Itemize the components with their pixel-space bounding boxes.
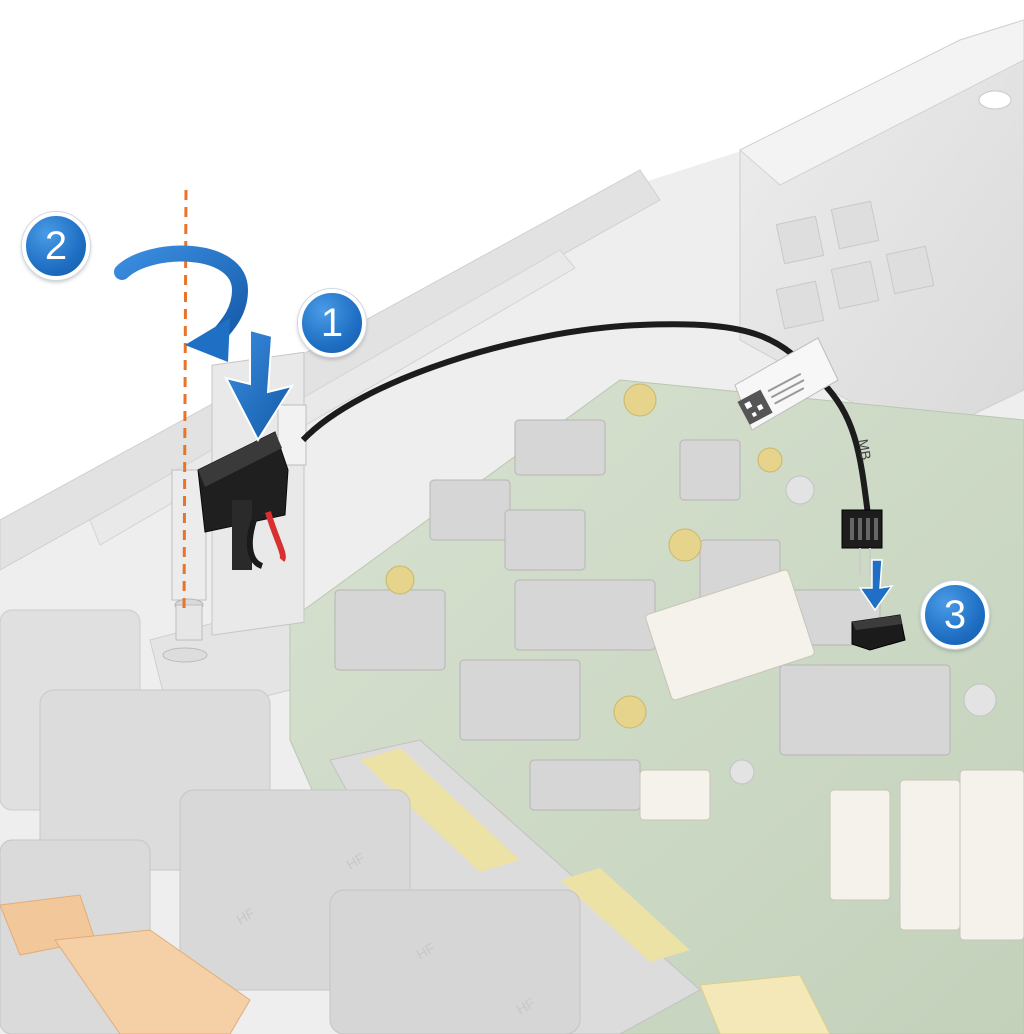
power-supply-cage	[739, 19, 1024, 441]
qr-code	[737, 389, 773, 425]
fan-latch	[54, 929, 251, 1034]
step-2-number: 2	[44, 224, 68, 268]
power-connector	[779, 664, 951, 756]
cable-marking: MB	[855, 438, 874, 461]
card-slot	[899, 779, 961, 931]
rotate-arrow	[114, 245, 249, 362]
system-board	[289, 379, 1024, 1034]
fan-modules: HF HF HF HF	[0, 609, 831, 1034]
power-connector	[514, 419, 606, 476]
card-slot	[645, 569, 815, 701]
power-connector	[529, 759, 641, 811]
step-3-badge: 3	[921, 581, 989, 649]
card-slot	[829, 789, 891, 901]
down-arrow-3	[858, 559, 894, 612]
chassis-left-wall	[0, 169, 661, 571]
power-connector	[459, 659, 581, 741]
power-connector	[679, 439, 741, 501]
step-1-badge: 1	[298, 289, 366, 357]
fan-latch	[699, 974, 831, 1034]
down-arrow-1	[224, 328, 295, 443]
intrusion-switch-cable: MB	[300, 321, 883, 575]
power-connector	[429, 479, 511, 541]
power-connector	[514, 579, 656, 651]
step-1-number: 1	[320, 301, 344, 345]
small-connector	[639, 769, 711, 821]
board-header-connector	[851, 614, 906, 651]
power-connector	[504, 509, 586, 571]
power-connector	[334, 589, 446, 671]
step-3-number: 3	[943, 593, 967, 637]
step-2-badge: 2	[22, 212, 90, 280]
card-slot	[959, 769, 1024, 941]
